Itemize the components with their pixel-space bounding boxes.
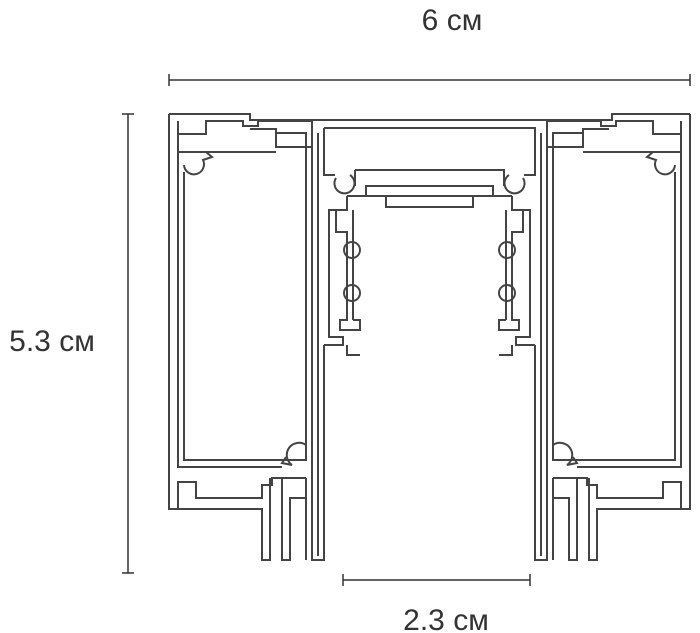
channel-dimension: 2.3 см bbox=[342, 574, 531, 633]
width-label: 6 см bbox=[422, 4, 483, 37]
channel-label: 2.3 см bbox=[403, 604, 489, 633]
height-dimension: 5.3 см bbox=[9, 113, 134, 574]
height-label: 5.3 см bbox=[9, 325, 95, 358]
width-dimension: 6 см bbox=[168, 4, 691, 86]
profile-outline bbox=[168, 113, 691, 561]
